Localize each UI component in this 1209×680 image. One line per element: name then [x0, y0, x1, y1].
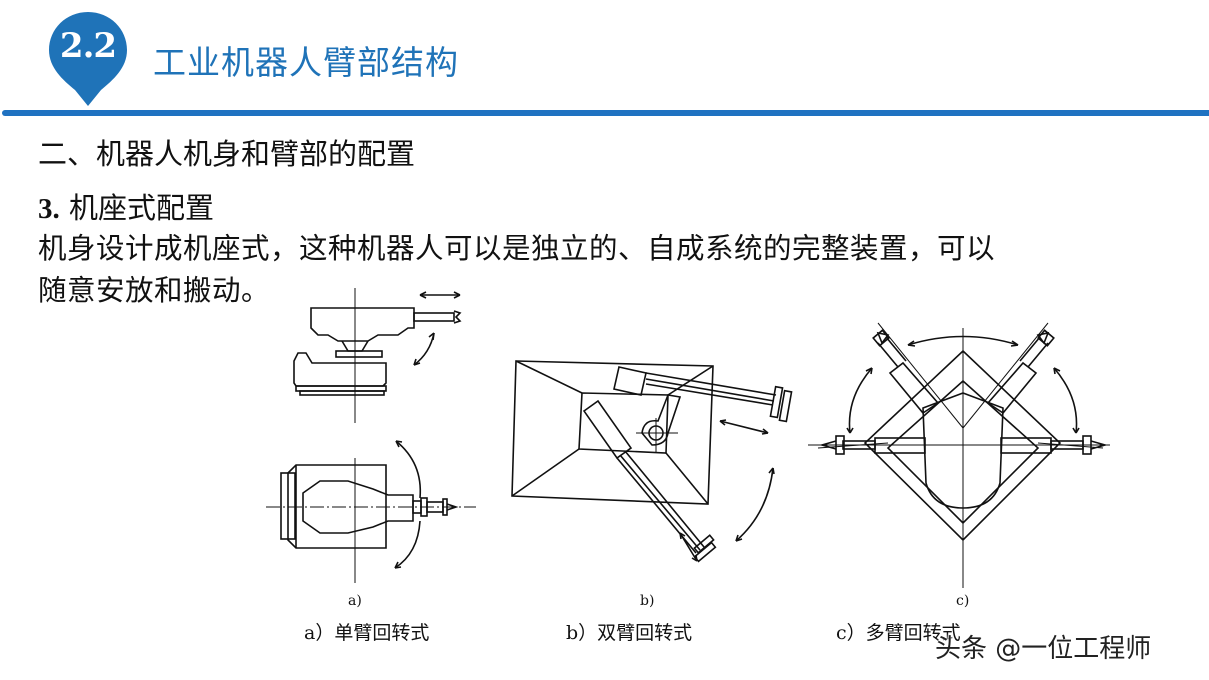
- robot-configuration-figure: a) b): [266, 288, 1110, 609]
- panel-b-label: b): [640, 593, 654, 609]
- panel-c-diagram: [808, 322, 1110, 588]
- paragraph-line: 机身设计成机座式，这种机器人可以是独立的、自成系统的完整装置，可以: [38, 232, 996, 265]
- subsection-separator: .: [52, 193, 60, 225]
- panel-c-label: c): [956, 593, 969, 609]
- panel-b-diagram: [511, 360, 793, 563]
- section-badge-icon: [49, 12, 127, 106]
- page-title: 工业机器人臂部结构: [153, 43, 459, 82]
- panel-a-label: a): [348, 593, 362, 609]
- section-number: 2.2: [59, 26, 117, 66]
- watermark: 头条 @一位工程师: [935, 634, 1152, 664]
- caption-c: c）多臂回转式: [836, 622, 961, 644]
- subsection-number: 3: [38, 193, 53, 225]
- panel-a-top-view: [266, 440, 476, 583]
- subsection-heading: 3. 机座式配置: [38, 185, 214, 227]
- body-paragraph: 机身设计成机座式，这种机器人可以是独立的、自成系统的完整装置，可以 随意安放和搬…: [38, 228, 1188, 312]
- subsection-title: 机座式配置: [68, 191, 214, 225]
- panel-a-side-view: [293, 288, 462, 423]
- section-heading: 二、机器人机身和臂部的配置: [38, 137, 416, 171]
- header-divider: [2, 110, 1209, 116]
- caption-b: b）双臂回转式: [566, 622, 693, 644]
- paragraph-line: 随意安放和搬动。: [38, 274, 271, 307]
- caption-a: a）单臂回转式: [304, 622, 430, 644]
